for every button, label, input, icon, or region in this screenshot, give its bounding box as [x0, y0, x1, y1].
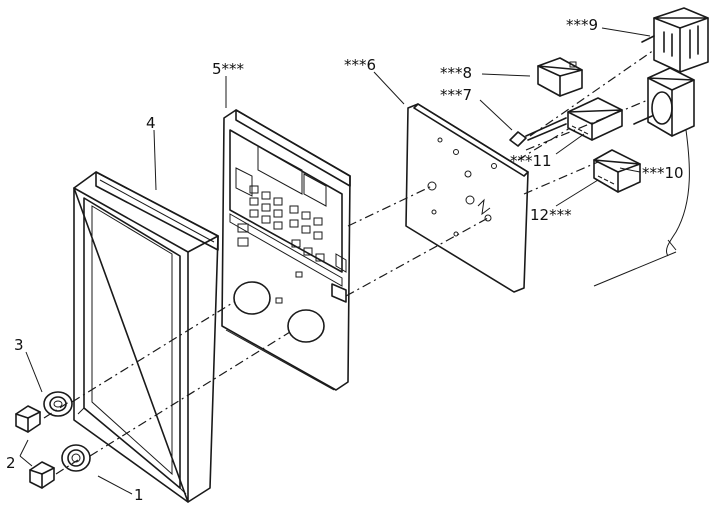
callout-12: 12***: [530, 206, 572, 224]
callout-8: ***8: [440, 64, 472, 82]
knob-ring-part-3: [43, 391, 73, 417]
callout-11: ***11: [510, 152, 552, 170]
assembly-lines: [43, 49, 677, 475]
panel-hole-lower: [287, 309, 325, 343]
component-part-8: [537, 57, 583, 97]
motor-part-10: [633, 67, 695, 257]
callout-3: 3: [14, 336, 24, 354]
knob-part-2-upper: [15, 405, 41, 433]
component-part-11: [567, 97, 623, 141]
component-part-9: [641, 7, 709, 73]
keypad: [237, 185, 325, 262]
knob-ring-part-1: [61, 444, 91, 472]
callout-1: 1: [134, 486, 144, 504]
mounting-plate-part-6: [405, 103, 529, 293]
connector-part-7: [509, 117, 567, 147]
callout-10: ***10: [642, 164, 684, 182]
leader-lines: [19, 27, 651, 495]
callout-7: ***7: [440, 86, 472, 104]
callout-4: 4: [146, 114, 156, 132]
callout-labels: 1 2 3 4 5*** ***6 ***7 ***8 ***9 ***10 *…: [6, 16, 684, 504]
door-frame-part-4: [73, 171, 219, 503]
callout-5: 5***: [212, 60, 245, 78]
panel-hole-upper: [233, 281, 271, 315]
knob-part-2-lower: [29, 461, 55, 489]
callout-6: ***6: [344, 56, 376, 74]
component-part-12: [593, 149, 641, 193]
callout-2: 2: [6, 454, 16, 472]
control-panel-part-5: [221, 109, 351, 391]
callout-9: ***9: [566, 16, 598, 34]
